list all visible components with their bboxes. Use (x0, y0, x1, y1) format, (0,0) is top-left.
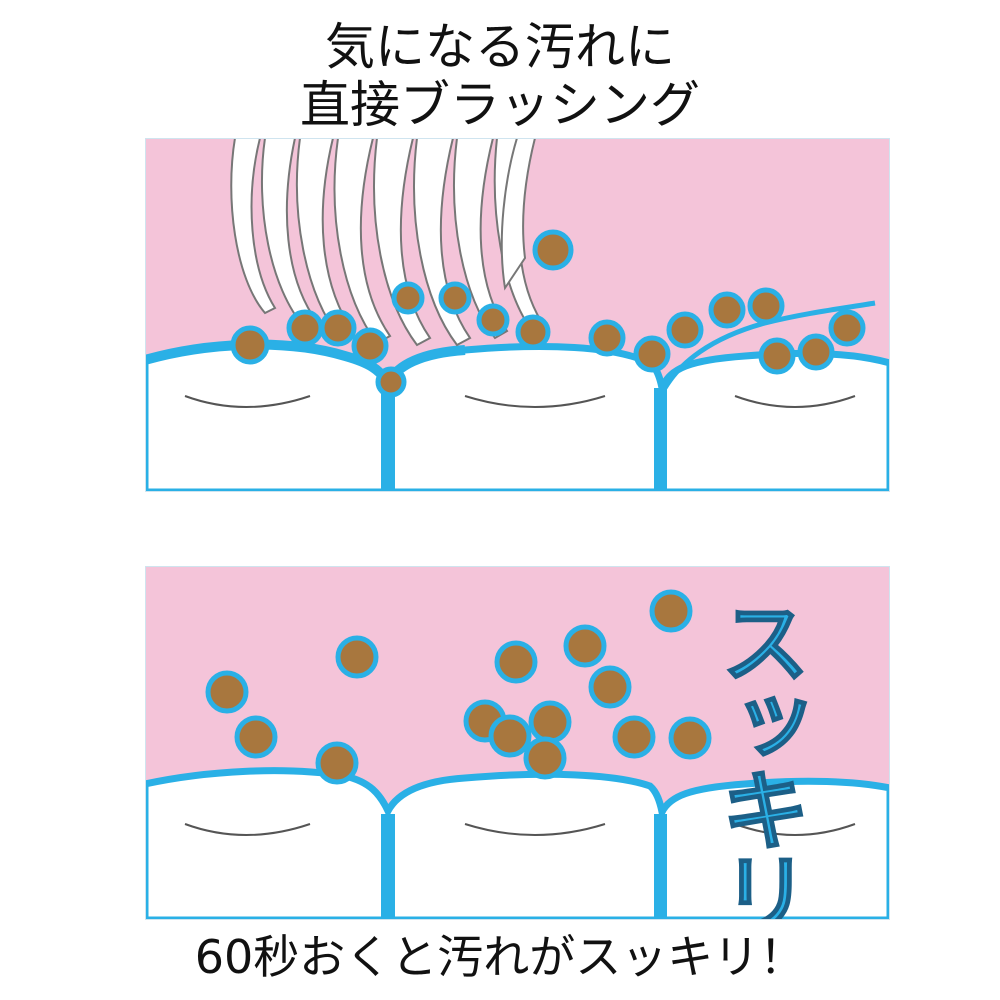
after-illustration: スッキリ (145, 566, 890, 920)
bristle (413, 138, 472, 347)
before-brushing-svg (145, 138, 890, 492)
plaque-particle (476, 303, 510, 337)
bristle (230, 138, 277, 315)
footer-caption: 60秒おくと汚れがスッキリ！ (194, 930, 806, 984)
plaque-line-left (145, 339, 466, 394)
plaque-particle (230, 325, 270, 365)
bristle (373, 138, 432, 347)
plaque-particle (666, 311, 704, 349)
headline-line-1: 気になる汚れに (325, 18, 675, 76)
plaque-particle (588, 665, 632, 709)
plaque-particle (488, 714, 532, 758)
plaque-particle (649, 589, 693, 633)
gap-plaque-1 (381, 814, 395, 920)
plaque-particle (633, 335, 671, 373)
plaque-particle (758, 337, 796, 375)
bristle (333, 138, 392, 345)
sukkiri-stamp: スッキリ (705, 596, 810, 920)
plaque-particle (828, 309, 866, 347)
plaque-particle (286, 309, 324, 347)
bristle (453, 138, 509, 340)
gap-plaque-1 (381, 386, 395, 492)
plaque-particle (391, 281, 425, 315)
plaque-particle (438, 281, 472, 315)
plaque-particle (528, 700, 572, 744)
headline-line-2: 直接ブラッシング (300, 76, 700, 134)
plaque-particle (319, 309, 357, 347)
tooth-curve-2 (464, 823, 606, 836)
plaque-particle (668, 716, 712, 760)
plaque-particles-before (230, 229, 866, 398)
plaque-particles-after (205, 589, 712, 785)
plaque-particle (315, 741, 359, 785)
tooth-curve-3 (734, 823, 856, 836)
plaque-particle (375, 366, 407, 398)
bristle (500, 138, 537, 291)
plaque-particle (612, 715, 656, 759)
plaque-particle (563, 624, 607, 668)
tooth-curve-2 (464, 395, 606, 408)
plaque-particle (351, 327, 389, 365)
plaque-particle (335, 635, 379, 679)
plaque-particle (494, 640, 538, 684)
plaque-particle (234, 715, 278, 759)
plaque-particle (532, 229, 574, 271)
gap-plaque-2 (654, 388, 667, 492)
plaque-particle (515, 314, 551, 350)
plaque-particle (708, 291, 746, 329)
tooth-curve-1 (184, 395, 311, 408)
plaque-particle (747, 287, 785, 325)
tooth-curve-1 (184, 823, 311, 836)
plaque-particle (205, 670, 249, 714)
after-svg: スッキリ (145, 566, 890, 920)
plaque-particle (523, 736, 567, 780)
tooth-curve-3 (734, 395, 856, 408)
plaque-particle (588, 319, 626, 357)
gap-plaque-2 (654, 814, 667, 920)
plaque-particle (797, 333, 835, 371)
before-brushing-illustration (145, 138, 890, 492)
